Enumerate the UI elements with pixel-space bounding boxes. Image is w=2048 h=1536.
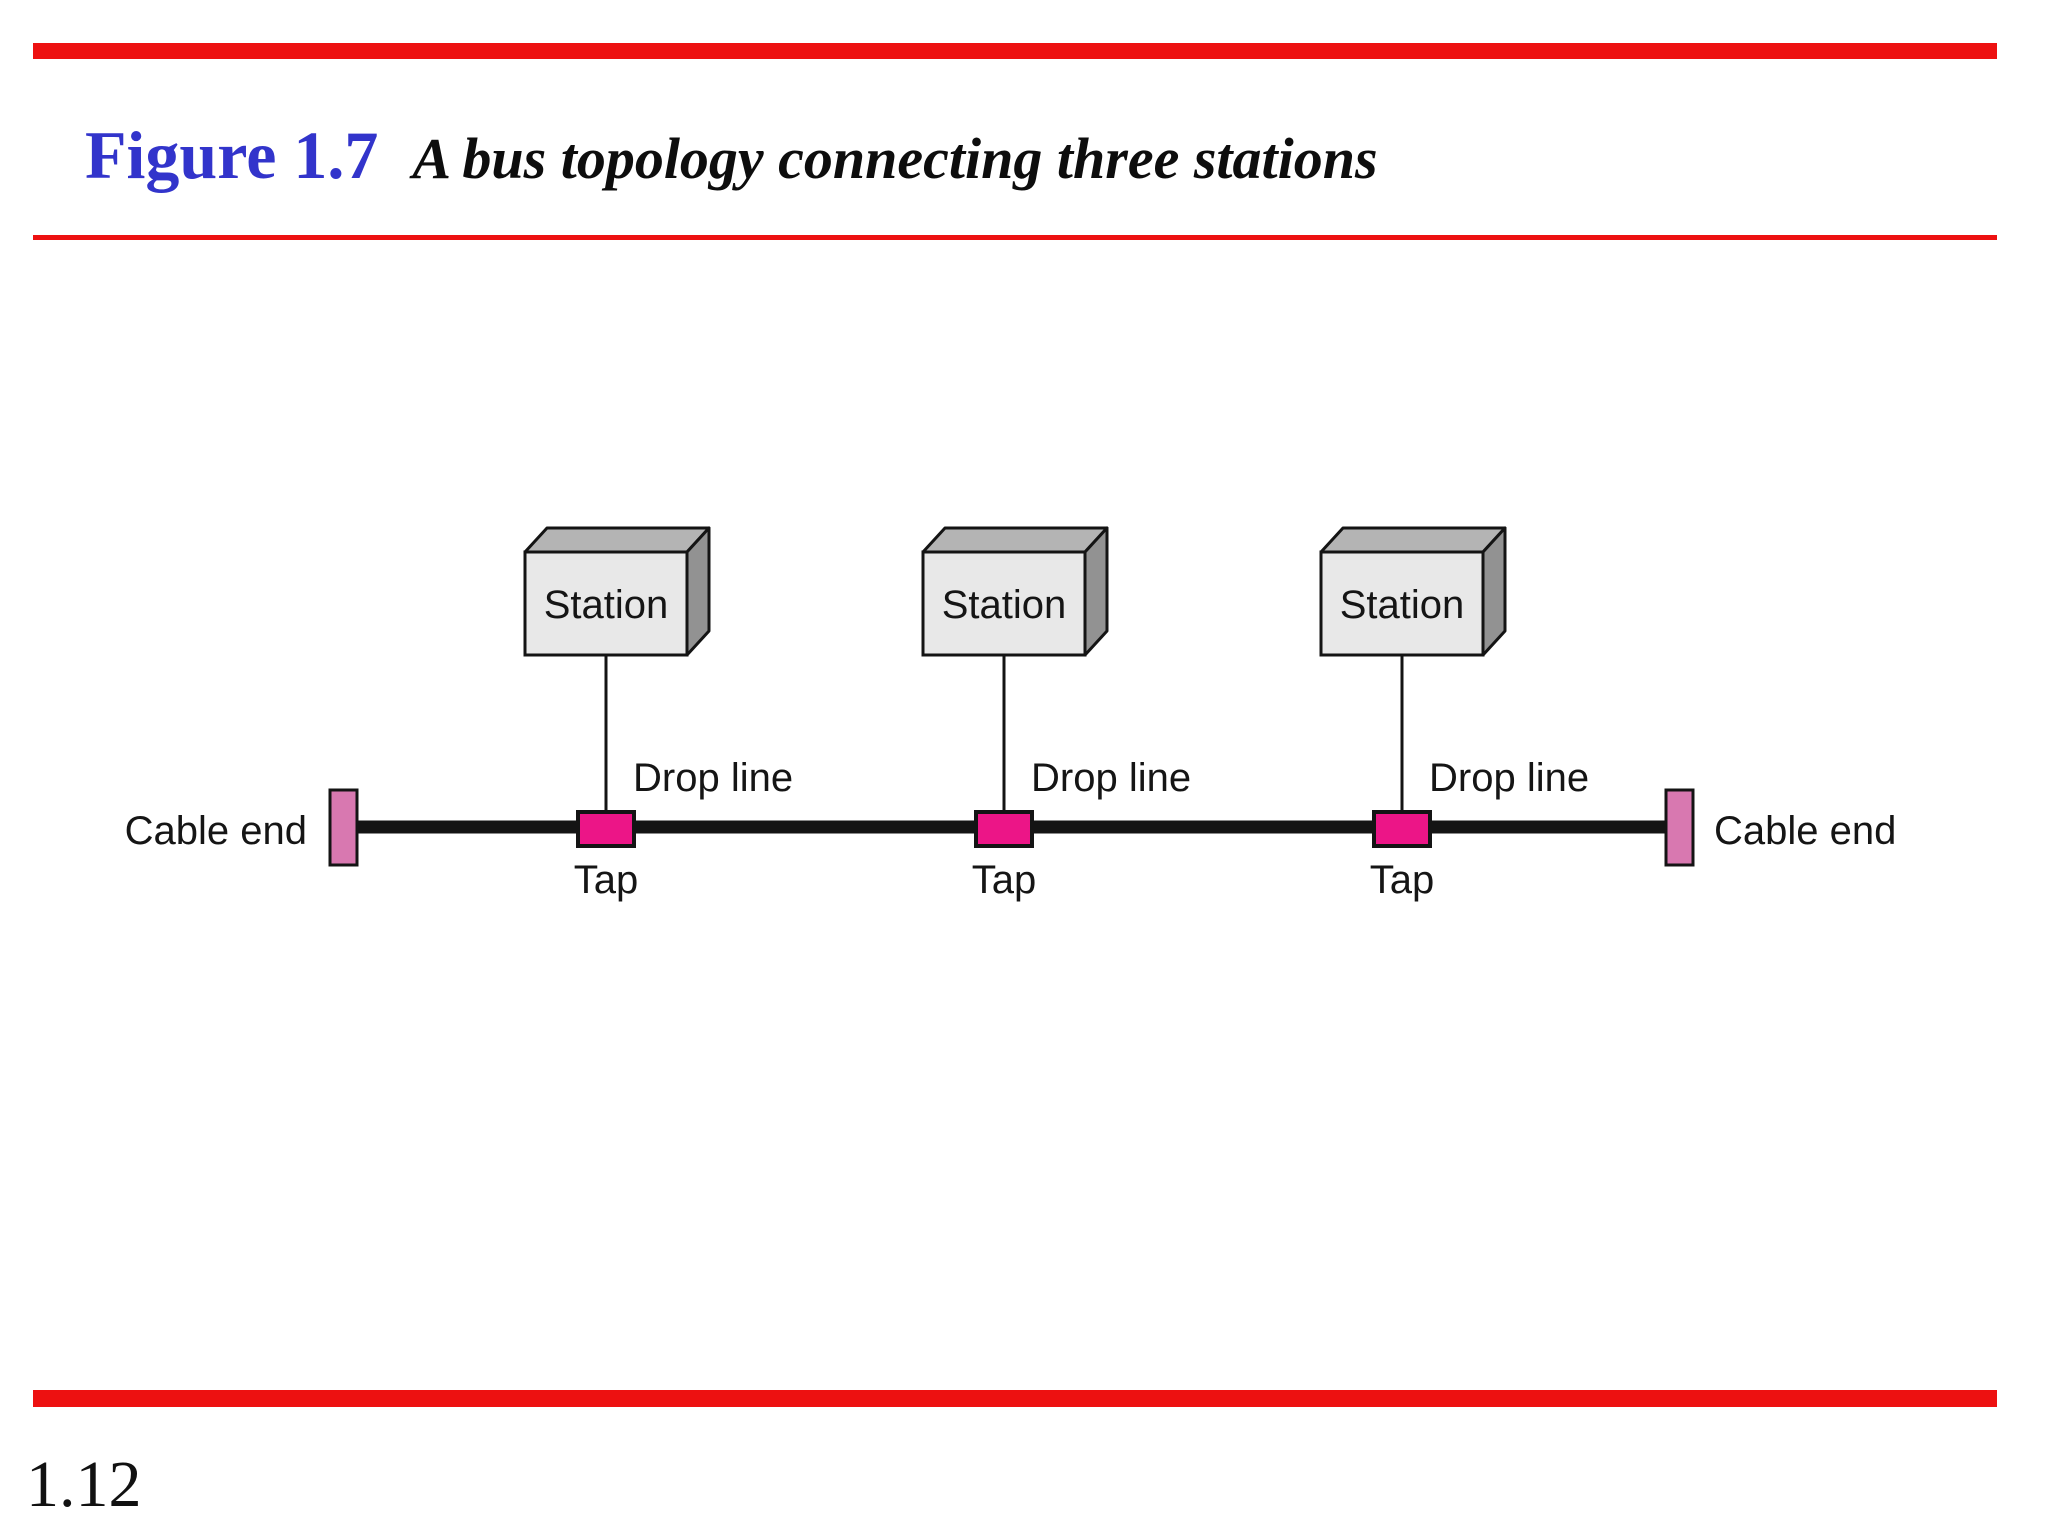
- title-underline-rule: [33, 235, 1997, 240]
- page-number: 1.12: [26, 1448, 142, 1521]
- drop-line-label-1: Drop line: [633, 756, 793, 800]
- tap-label-3: Tap: [1370, 858, 1435, 902]
- top-red-bar: [33, 43, 1997, 59]
- cable-end-label-left: Cable end: [125, 809, 307, 853]
- tap-connector-2: [974, 810, 1034, 848]
- cable-end-label-right: Cable end: [1714, 809, 1896, 853]
- figure-caption: A bus topology connecting three stations: [412, 126, 1378, 191]
- station-2-top-face: [921, 526, 1109, 554]
- cable-end-terminator-left: [328, 788, 359, 867]
- station-3-top-face: [1319, 526, 1507, 554]
- station-2-side-face: [1083, 526, 1109, 657]
- station-3-front-face: [1319, 550, 1485, 657]
- station-box-1: Station: [523, 526, 711, 657]
- station-1-side-face: [685, 526, 711, 657]
- station-3-label: Station: [1340, 583, 1465, 627]
- station-2-label: Station: [942, 583, 1067, 627]
- station-1-label: Station: [544, 583, 669, 627]
- bottom-red-bar: [33, 1390, 1997, 1407]
- tap-label-2: Tap: [972, 858, 1037, 902]
- station-box-2: Station: [921, 526, 1109, 657]
- figure-number-label: Figure 1.7: [85, 117, 379, 193]
- drop-line-label-3: Drop line: [1429, 756, 1589, 800]
- tap-connector-3: [1372, 810, 1432, 848]
- tap-connector-1: [576, 810, 636, 848]
- tap-label-1: Tap: [574, 858, 639, 902]
- drop-line-label-2: Drop line: [1031, 756, 1191, 800]
- cable-end-terminator-right: [1664, 788, 1695, 867]
- station-box-3: Station: [1319, 526, 1507, 657]
- station-3-side-face: [1481, 526, 1507, 657]
- figure-title-row: Figure 1.7 A bus topology connecting thr…: [85, 116, 1378, 195]
- station-1-front-face: [523, 550, 689, 657]
- station-1-top-face: [523, 526, 711, 554]
- station-2-front-face: [921, 550, 1087, 657]
